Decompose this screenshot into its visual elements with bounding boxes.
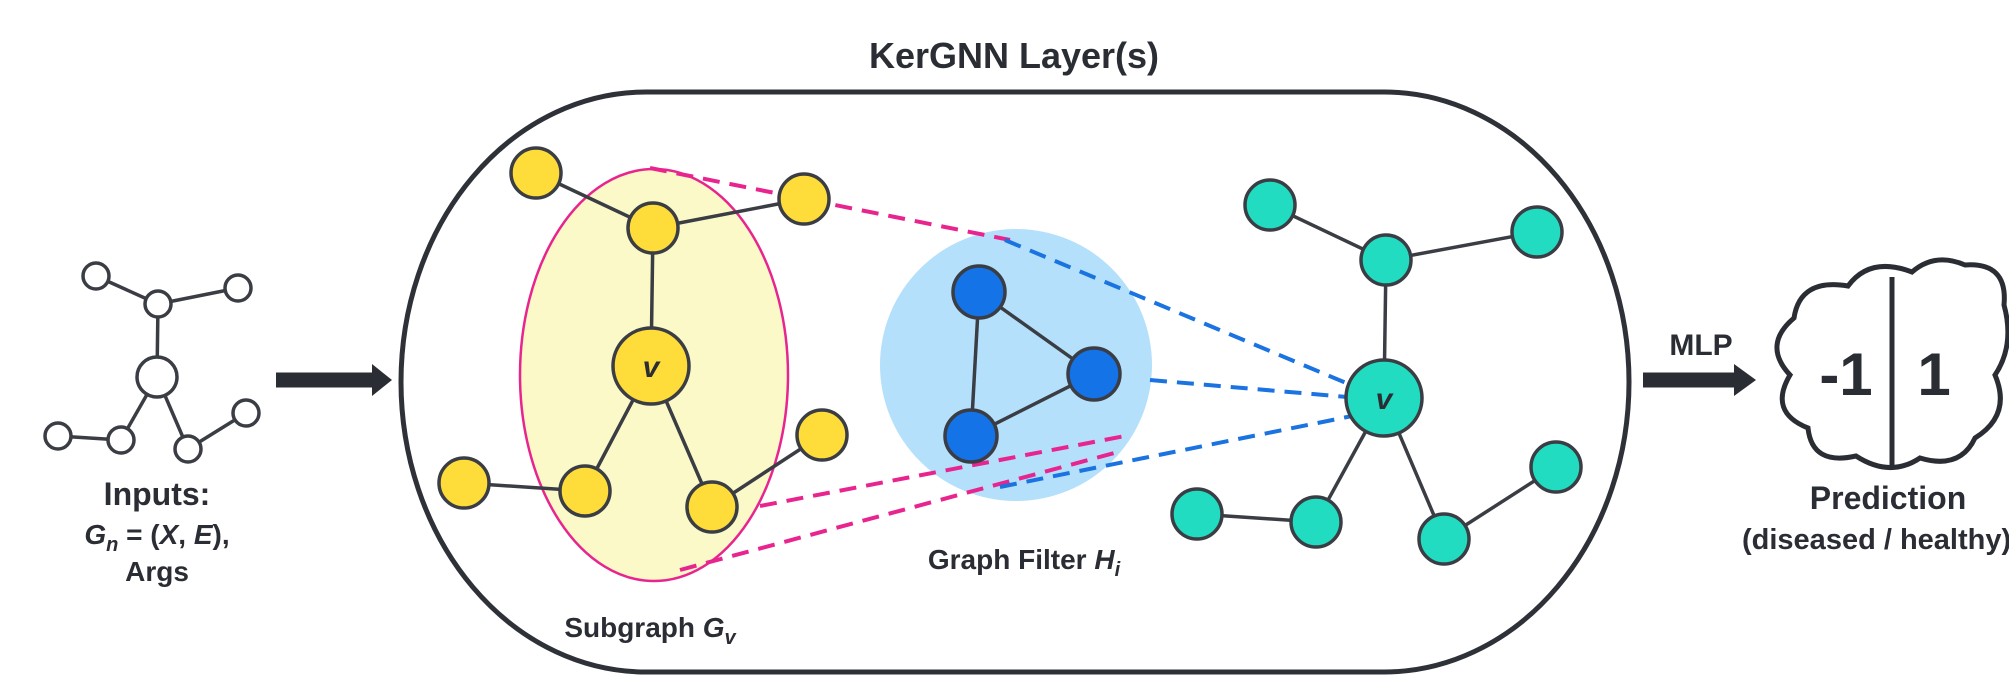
input-arrow: [276, 364, 392, 396]
output-node: [1510, 205, 1564, 259]
input-node: [43, 421, 73, 451]
output-center-node: [1344, 358, 1424, 438]
mlp-arrow: [1643, 364, 1756, 396]
filter-node: [951, 264, 1007, 320]
yellow-node: [626, 201, 680, 255]
input-node: [135, 355, 179, 399]
yellow-graph: v: [437, 146, 849, 534]
filter-node: [1066, 346, 1122, 402]
filter-node: [943, 408, 999, 464]
yellow-node: [558, 464, 612, 518]
yellow-node: [777, 172, 831, 226]
input-node: [143, 289, 173, 319]
prediction-title: Prediction: [1810, 480, 1966, 516]
input-node: [106, 425, 136, 455]
prediction-negative-value: -1: [1819, 341, 1872, 408]
mlp-label: MLP: [1669, 329, 1732, 362]
layer-title: KerGNN Layer(s): [869, 35, 1159, 76]
inputs-args: Args: [125, 556, 189, 587]
output-node: [1170, 487, 1224, 541]
output-center-node-label: v: [1376, 383, 1395, 416]
inputs-graph-definition: Gn = (X, E),: [84, 519, 229, 556]
input-graph: [43, 261, 261, 464]
prediction-positive-value: 1: [1917, 341, 1950, 408]
subgraph-label: Subgraph Gv: [564, 612, 737, 649]
output-node: [1529, 440, 1583, 494]
input-node: [173, 434, 203, 464]
inputs-heading: Inputs:: [104, 476, 211, 512]
subgraph-center-node: [611, 326, 691, 406]
filter-graph: [943, 264, 1122, 464]
output-node: [1417, 512, 1471, 566]
yellow-node: [509, 146, 563, 200]
subgraph-projection-lines: [649, 166, 1126, 572]
layer-container: [398, 89, 1632, 675]
output-node: [1289, 495, 1343, 549]
yellow-node: [685, 480, 739, 534]
yellow-node: [437, 456, 491, 510]
input-node: [81, 261, 111, 291]
filter-projection-lines: [999, 238, 1383, 489]
graph-filter-label: Graph Filter Hi: [928, 544, 1121, 581]
subgraph-center-node-label: v: [643, 351, 662, 384]
output-node: [1359, 233, 1413, 287]
output-node: [1243, 178, 1297, 232]
input-node: [223, 273, 253, 303]
output-graph: v: [1170, 178, 1583, 566]
prediction-subtitle: (diseased / healthy): [1742, 524, 2009, 556]
yellow-node: [795, 408, 849, 462]
input-node: [231, 398, 261, 428]
